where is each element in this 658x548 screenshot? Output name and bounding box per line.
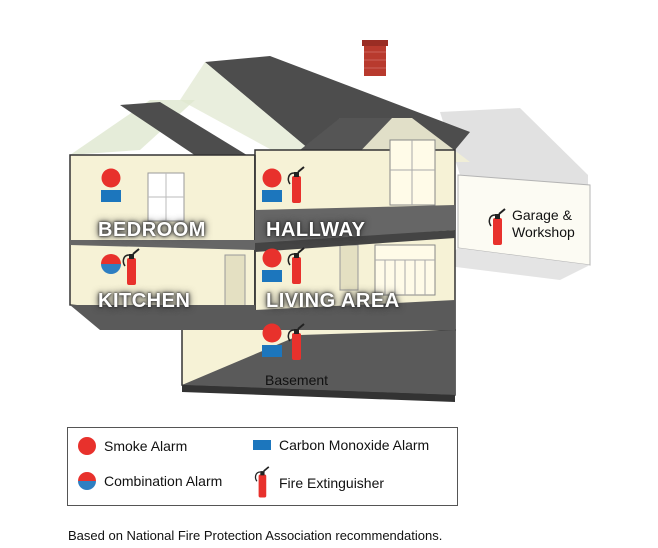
- footnote: Based on National Fire Protection Associ…: [68, 528, 442, 543]
- room-label-garage: Garage & Workshop: [512, 207, 575, 241]
- room-label-living-area: LIVING AREA: [266, 290, 400, 313]
- room-label-kitchen: KITCHEN: [98, 290, 190, 313]
- legend-smoke-alarm: Smoke Alarm: [78, 437, 187, 455]
- combination-alarm-icon: [78, 472, 96, 490]
- legend-fire-extinguisher-label: Fire Extinguisher: [279, 475, 384, 491]
- legend-combination-alarm: Combination Alarm: [78, 472, 222, 490]
- legend: Smoke Alarm Carbon Monoxide Alarm Combin…: [67, 427, 458, 506]
- chimney: [364, 42, 386, 76]
- legend-co-alarm-label: Carbon Monoxide Alarm: [279, 437, 429, 453]
- legend-smoke-alarm-label: Smoke Alarm: [104, 438, 187, 454]
- room-label-basement: Basement: [265, 372, 328, 388]
- carbon-monoxide-alarm-icon: [253, 440, 271, 450]
- room-label-hallway: HALLWAY: [266, 219, 365, 242]
- legend-co-alarm: Carbon Monoxide Alarm: [253, 437, 429, 453]
- legend-combination-alarm-label: Combination Alarm: [104, 473, 222, 489]
- smoke-alarm-icon: [78, 437, 96, 455]
- fire-extinguisher-icon: [253, 466, 271, 500]
- legend-fire-extinguisher: Fire Extinguisher: [253, 466, 384, 500]
- room-label-bedroom: BEDROOM: [98, 219, 206, 242]
